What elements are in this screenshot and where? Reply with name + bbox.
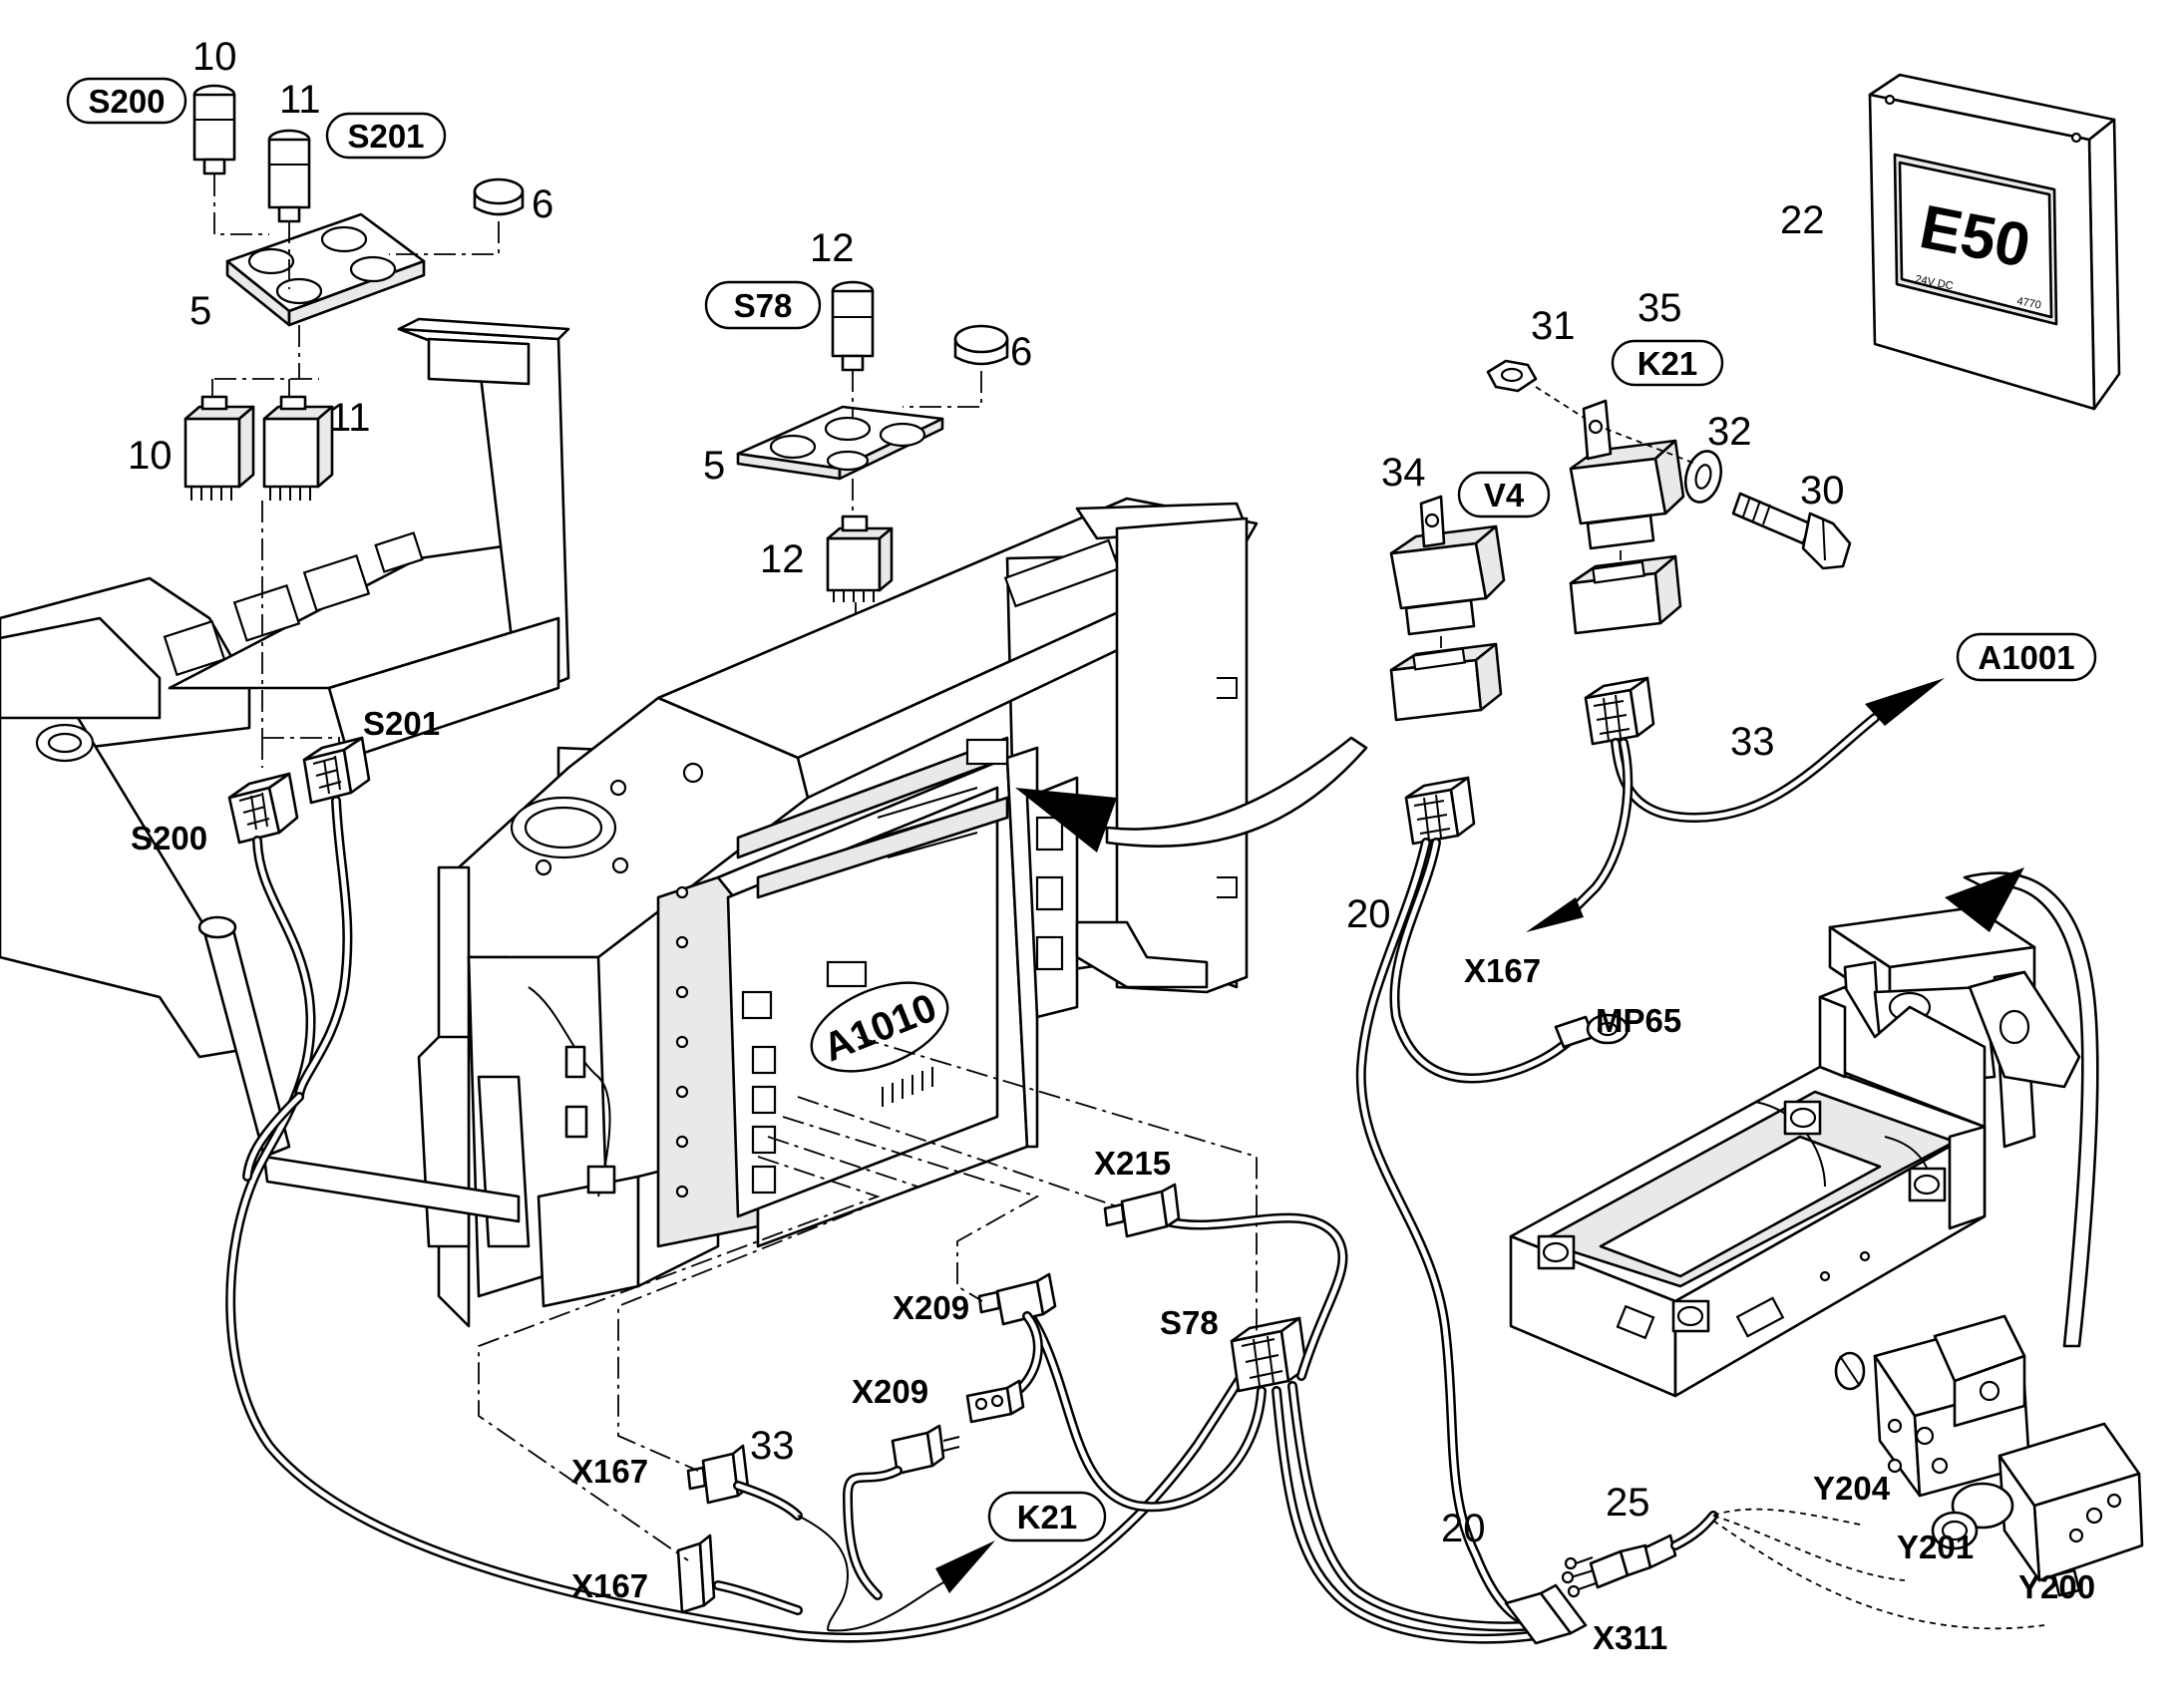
- callout-6-left: 6: [532, 182, 553, 226]
- switch-cap-11: [267, 129, 311, 223]
- connector-x311: [1504, 1583, 1588, 1645]
- label-x167-a: X167: [571, 1453, 648, 1490]
- label-x215: X215: [1094, 1145, 1171, 1182]
- callout-32: 32: [1707, 410, 1752, 454]
- callout-31: 31: [1531, 304, 1576, 348]
- callout-6-center: 6: [1010, 330, 1032, 374]
- switch-body-12: [826, 514, 894, 602]
- label-s201: S201: [363, 705, 440, 742]
- callout-30: 30: [1800, 469, 1845, 512]
- label-y204: Y204: [1813, 1470, 1891, 1507]
- enclosure-sublabel-right: 4770: [2015, 295, 2041, 311]
- connector-x167-upper: [686, 1444, 750, 1505]
- insert-arrow-frame: [1945, 867, 2099, 1348]
- callout-10-top: 10: [192, 35, 237, 79]
- pill-v4-label: V4: [1484, 477, 1525, 513]
- callout-22: 22: [1780, 198, 1825, 242]
- relay-k21: [1569, 399, 1685, 550]
- connector-s78: [1230, 1316, 1308, 1393]
- label-y201: Y201: [1897, 1529, 1974, 1565]
- relay-v4: [1389, 495, 1506, 636]
- callout-11-top: 11: [279, 78, 321, 122]
- bolt-30: [1731, 492, 1852, 570]
- callout-12-top: 12: [810, 226, 855, 270]
- callout-5-center: 5: [703, 444, 725, 488]
- connector-x167-lower: [676, 1534, 716, 1614]
- callout-20-upper: 20: [1346, 892, 1391, 936]
- mounting-frame: [1509, 905, 2081, 1398]
- switch-group-s200-s201: [183, 84, 525, 768]
- callout-12-lower: 12: [760, 537, 805, 581]
- wiring-harness: [225, 736, 1541, 1644]
- pill-s200-label: S200: [88, 83, 165, 120]
- label-x209-b: X209: [852, 1373, 928, 1410]
- switch-group-s78: [736, 280, 1009, 688]
- washer-32: [1683, 450, 1723, 504]
- pill-s201-label: S201: [347, 118, 424, 155]
- pill-s78-frame: [704, 280, 822, 330]
- connector-x209-lower-socket: [965, 1379, 1025, 1424]
- connector-x209-upper: [977, 1272, 1057, 1326]
- callout-10-lower: 10: [128, 434, 173, 478]
- callout-11-lower: 11: [329, 396, 371, 440]
- pill-s78-label: S78: [734, 287, 793, 324]
- insert-arrow-housing: [1015, 736, 1368, 853]
- mounting-plate-5: [225, 212, 426, 327]
- connector-x209-lower-plug: [891, 1424, 960, 1476]
- nut-31: [1486, 359, 1538, 393]
- mounting-plate-5-center: [736, 405, 944, 481]
- blanking-plug-6: [473, 177, 525, 216]
- switch-cap-12: [831, 280, 875, 372]
- pill-labels: S200 S201 S78 K21 V4 A1001 K21: [66, 77, 2097, 1542]
- pill-k21-bottom-label: K21: [1017, 1499, 1078, 1536]
- ring-terminal-mp65: [1554, 1013, 1630, 1049]
- connector-relay-v4-harness: [1404, 776, 1476, 846]
- label-s200: S200: [131, 820, 207, 856]
- pill-a1001-label: A1001: [1978, 639, 2074, 676]
- enclosure-e50: E50 24V DC 4770: [1868, 73, 2121, 411]
- left-console-panel: [0, 317, 570, 1059]
- pill-v4-frame: [1457, 471, 1551, 518]
- connector-s201: [302, 736, 371, 805]
- pill-s201-frame: [325, 112, 447, 160]
- switch-body-11: [262, 395, 334, 501]
- callout-34: 34: [1381, 451, 1426, 495]
- valve-block: [1834, 1314, 2144, 1597]
- callout-5-left: 5: [189, 289, 211, 333]
- label-mp65: MP65: [1596, 1002, 1681, 1039]
- label-x311: X311: [1593, 1619, 1667, 1656]
- label-x209-a: X209: [893, 1289, 969, 1326]
- pill-a1001-frame: [1956, 632, 2097, 682]
- switch-cap-10: [192, 84, 236, 175]
- pill-k21-top-label: K21: [1637, 345, 1698, 382]
- pill-s200-frame: [66, 77, 187, 125]
- switch-body-10: [183, 395, 255, 501]
- relay-socket-k21: [1569, 554, 1682, 635]
- label-s78: S78: [1160, 1304, 1219, 1341]
- label-x167-top: X167: [1464, 952, 1541, 989]
- callout-numbers: 10 11 6 5 10 11 12 6 5 12 22 31 35 32 30…: [128, 35, 1845, 1550]
- callout-33-lower: 33: [750, 1424, 795, 1468]
- callout-25: 25: [1606, 1481, 1650, 1525]
- pill-k21-bottom-frame: [987, 1491, 1107, 1542]
- connector-s200: [227, 772, 299, 845]
- callout-33-right: 33: [1730, 720, 1775, 764]
- relay-group: [1355, 359, 2045, 1645]
- callout-20-lower: 20: [1441, 1507, 1486, 1550]
- label-y200: Y200: [2018, 1568, 2095, 1605]
- connector-labels: S201 S200 X167 MP65 X215 X209 S78 X209 X…: [131, 705, 2095, 1656]
- handle-lever: [197, 915, 521, 1223]
- connector-x215: [1103, 1183, 1181, 1238]
- relay-socket-v4: [1389, 642, 1503, 722]
- label-x167-b: X167: [571, 1567, 648, 1604]
- pill-k21-top-frame: [1611, 339, 1724, 387]
- callout-35: 35: [1637, 286, 1682, 330]
- plug-25: [1561, 1534, 1677, 1598]
- blanking-plug-6-center: [953, 324, 1009, 366]
- connector-relay-k21-harness: [1584, 676, 1655, 746]
